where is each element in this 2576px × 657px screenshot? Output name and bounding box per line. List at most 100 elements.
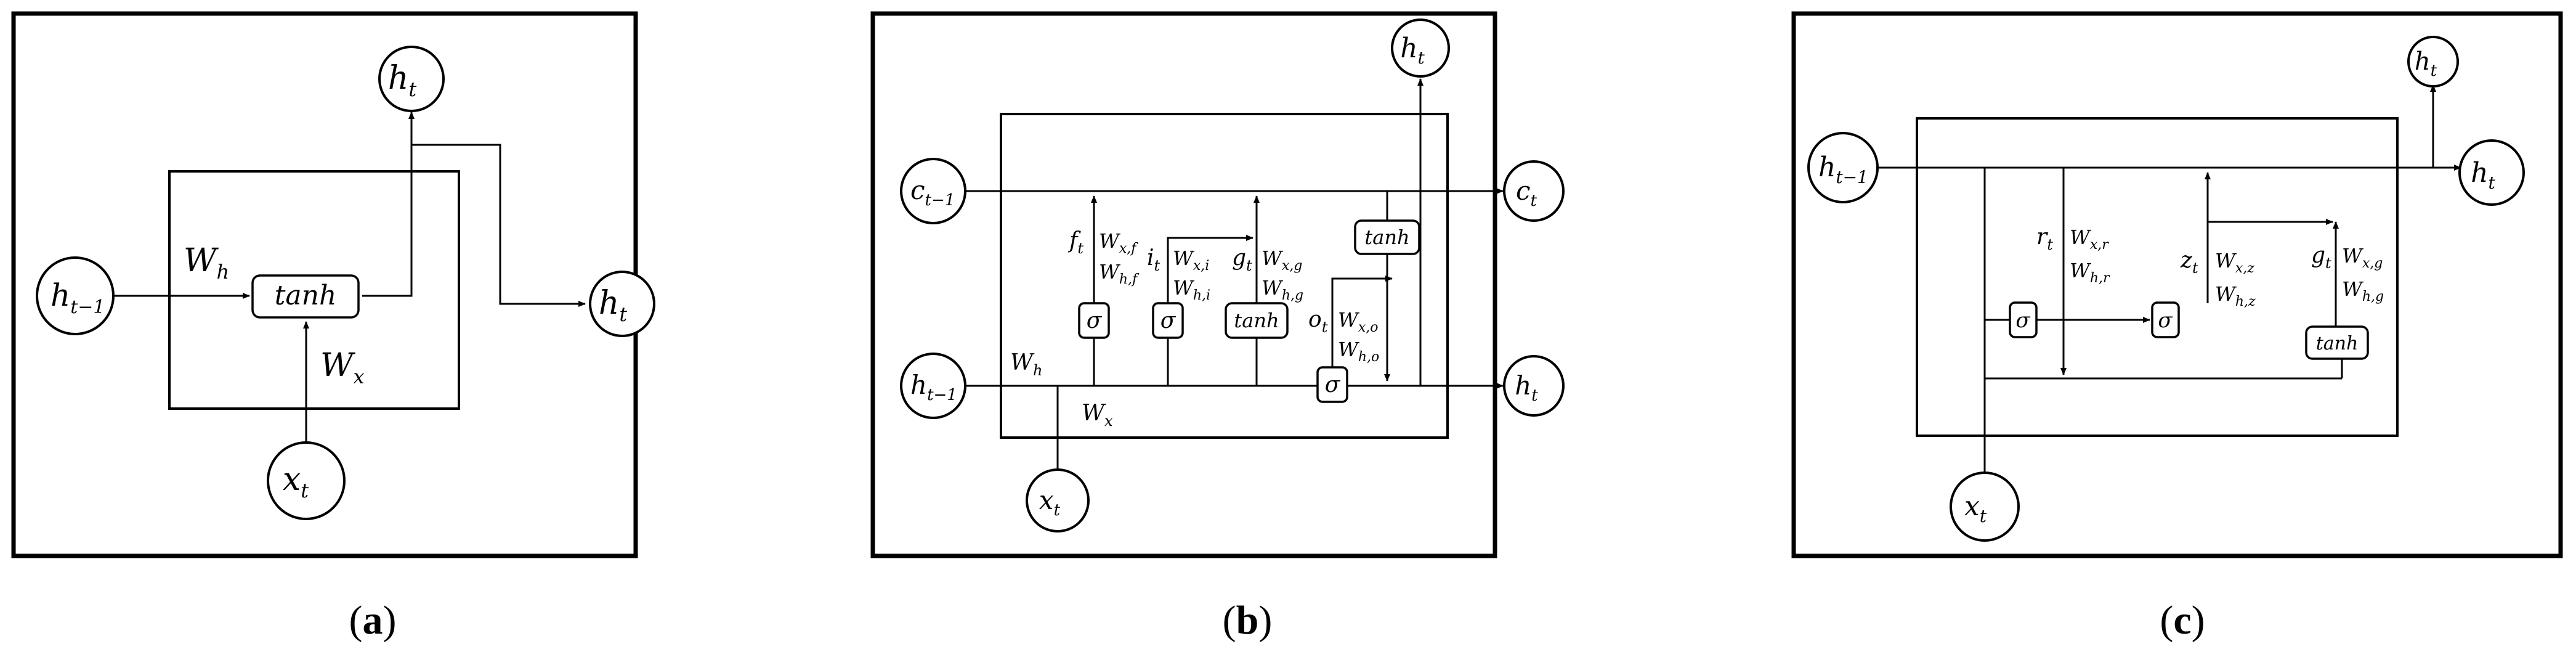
panel-c-h-prev-node	[1807, 132, 1879, 203]
panel-b-g-gate	[1225, 302, 1289, 339]
panel-a-output-h-sub: t	[408, 78, 416, 101]
panel-b-input-gate	[1152, 302, 1184, 339]
panel-c-h-next-sub: t	[2489, 173, 2496, 193]
panel-c-frame	[1791, 11, 2563, 558]
panel-a-output-h-node	[378, 46, 445, 112]
panel-b-output-wire	[1331, 275, 1393, 367]
panel-a-right-h-node	[589, 271, 655, 337]
svg-text:gt: gt	[1232, 245, 1252, 274]
svg-text:it: it	[1147, 245, 1160, 274]
panel-c-whz-sub: h,z	[2235, 294, 2256, 309]
panel-b-wxg-base: W	[1262, 247, 1284, 270]
panel-a-hprev-base: h	[51, 277, 70, 313]
panel-c-h-prev-sub: t−1	[1836, 167, 1868, 187]
svg-text:Wh,r: Wh,r	[2070, 259, 2110, 286]
panel-b-wxi-base: W	[1173, 247, 1195, 270]
panel-a-wh-sub: h	[216, 260, 229, 284]
panel-c-h-top-node	[2407, 36, 2459, 88]
panel-b-c-prev-base: c	[910, 175, 925, 205]
panel-b-c-next-base: c	[1516, 176, 1531, 206]
caption-c: (c)	[2160, 598, 2205, 643]
panel-c-whr-base: W	[2070, 259, 2092, 282]
panel-b: σ σ tanh σ tanh ht ct−1 ct ht−1 ht xt ft…	[870, 11, 1565, 558]
panel-c-r-sub: t	[2047, 236, 2053, 253]
panel-b-c-prev-sub: t−1	[925, 191, 955, 210]
panel-c-x-node	[1950, 471, 2020, 542]
svg-text:ht: ht	[599, 285, 628, 326]
panel-b-wxo-sub: x,o	[1358, 320, 1379, 335]
panel-b-who-sub: h,o	[1358, 349, 1379, 365]
svg-text:ht: ht	[1515, 370, 1538, 405]
panel-c-z-base: z	[2180, 248, 2193, 273]
panel-b-forget-gate-label: σ	[1087, 308, 1103, 333]
panel-b-frame	[870, 11, 1497, 558]
panel-a-x-base: x	[283, 461, 301, 498]
panel-c-wxg-base: W	[2342, 244, 2364, 267]
panel-c-r-base: r	[2036, 224, 2048, 250]
panel-c-r-gate-label: σ	[2015, 308, 2030, 333]
panel-c-h-next-base: h	[2471, 157, 2488, 189]
panel-b-h-top-base: h	[1400, 33, 1417, 64]
panel-a-x-node	[267, 441, 346, 520]
panel-c-h-top-sub: t	[2431, 62, 2437, 80]
panel-b-who-base: W	[1338, 338, 1360, 361]
svg-text:Wx,r: Wx,r	[2070, 226, 2109, 253]
panel-b-h-prev-base: h	[910, 370, 927, 400]
panel-b-g-base: g	[1232, 245, 1246, 271]
panel-a-output-h-base: h	[388, 60, 409, 97]
panel-b-h-next-base: h	[1515, 370, 1531, 401]
panel-b-input-gate-label: σ	[1160, 308, 1177, 333]
panel-a-wh-base: W	[184, 242, 219, 279]
svg-text:ft: ft	[1067, 228, 1083, 257]
panel-b-wx-sub: x	[1104, 412, 1113, 430]
panel-b-i-base: i	[1147, 245, 1154, 271]
panel-b-x-base: x	[1039, 485, 1054, 515]
panel-b-c-prev-node	[900, 158, 966, 224]
panel-c-g-base: g	[2311, 243, 2325, 268]
panel-b-whf-sub: h,f	[1119, 272, 1140, 287]
panel-b-c-next-node	[1503, 160, 1565, 222]
svg-text:Wh,g: Wh,g	[2342, 277, 2384, 304]
panel-b-wxi-sub: x,i	[1193, 258, 1209, 274]
panel-b-whf-base: W	[1099, 260, 1121, 284]
panel-c-tanh-gate-label: tanh	[2316, 333, 2359, 354]
svg-text:ht: ht	[2415, 47, 2437, 80]
panel-a-right-h-base: h	[599, 285, 620, 322]
panel-c-wxz-base: W	[2215, 249, 2237, 272]
panel-b-c-next-sub: t	[1531, 192, 1537, 210]
svg-text:Wh: Wh	[184, 242, 229, 284]
svg-text:Wh,i: Wh,i	[1173, 276, 1210, 303]
caption-a: (a)	[349, 598, 397, 643]
caption-b: (b)	[1223, 598, 1273, 643]
panel-b-output-gate	[1316, 366, 1348, 403]
svg-text:ct: ct	[1516, 176, 1537, 210]
panel-b-wxo-base: W	[1338, 308, 1360, 332]
panel-c-whg-base: W	[2342, 277, 2364, 301]
panel-a-right-h-sub: t	[619, 303, 627, 326]
panel-a: tanh ht ht ht−1 xt Wh Wx	[11, 11, 655, 558]
svg-text:xt: xt	[1039, 485, 1061, 520]
panel-c-h-next-node	[2458, 139, 2525, 206]
panel-a-wire-right	[411, 144, 586, 307]
panel-c-whr-sub: h,r	[2090, 271, 2110, 286]
panel-a-hprev-node	[36, 256, 115, 335]
panel-b-h-top-sub: t	[1418, 47, 1425, 68]
svg-text:Wx,o: Wx,o	[1338, 308, 1379, 335]
panel-b-wxg-sub: x,g	[1282, 258, 1302, 274]
panel-b-whg-sub: h,g	[1282, 288, 1303, 303]
panel-b-wxf-base: W	[1099, 229, 1121, 253]
svg-text:Wx,i: Wx,i	[1173, 247, 1209, 274]
panel-c-wxz-sub: x,z	[2235, 261, 2254, 276]
svg-text:ot: ot	[1308, 307, 1328, 336]
panel-a-wx-base: W	[320, 347, 355, 384]
panel-c-h-prev-base: h	[1818, 152, 1836, 183]
panel-b-forget-gate	[1078, 302, 1110, 339]
svg-text:Wx: Wx	[320, 347, 365, 388]
svg-text:Wh,z: Wh,z	[2215, 282, 2256, 309]
panel-b-h-top-node	[1391, 18, 1450, 78]
panel-a-x-sub: t	[301, 479, 309, 502]
panel-c-h-top-base: h	[2415, 47, 2431, 76]
svg-text:zt: zt	[2180, 248, 2198, 277]
panel-c-z-sub: t	[2192, 259, 2198, 277]
